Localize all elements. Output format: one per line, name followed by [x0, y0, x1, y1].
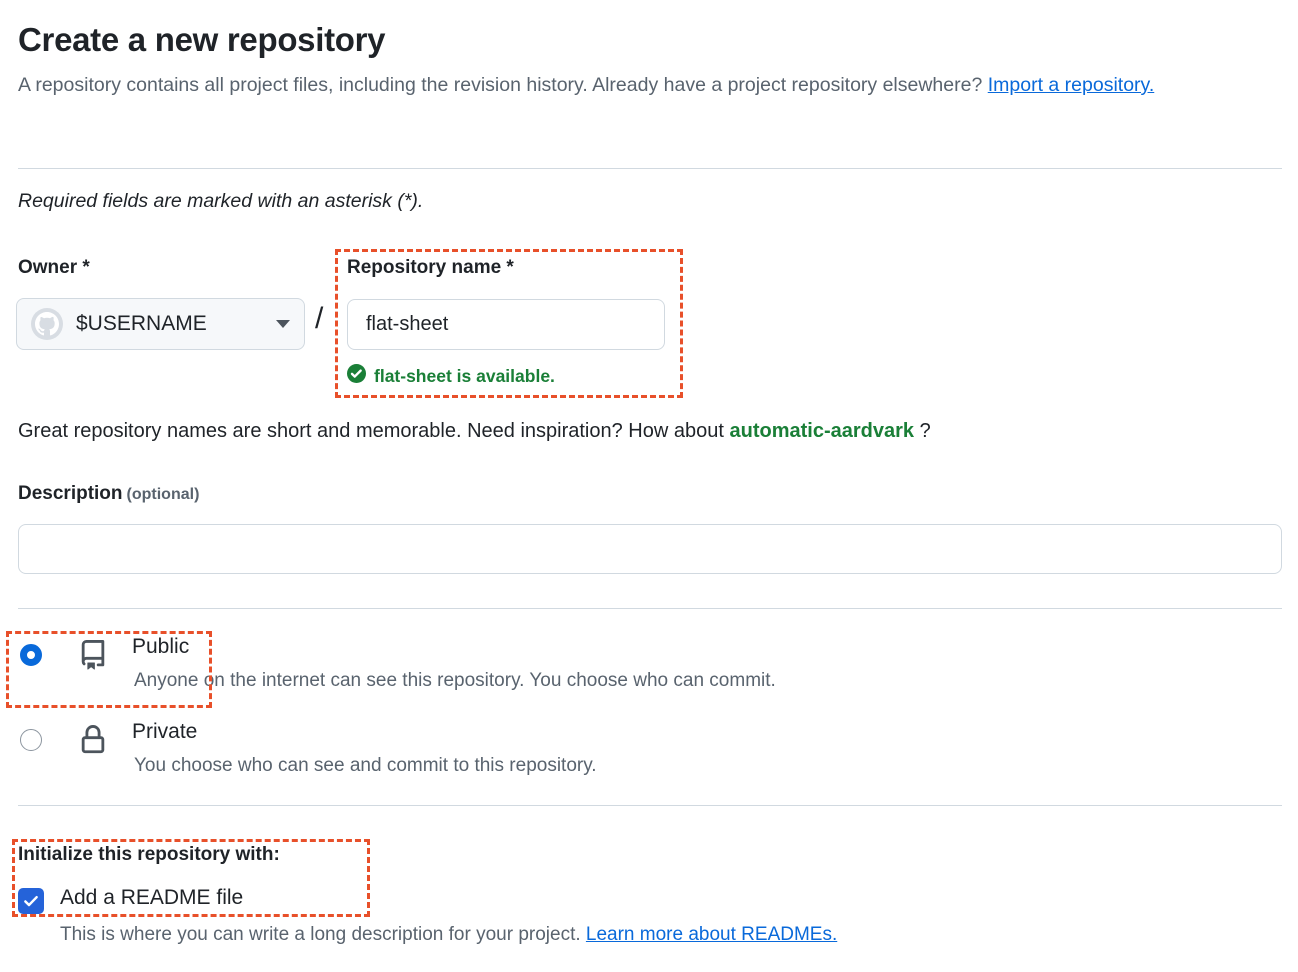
required-fields-note: Required fields are marked with an aster… — [18, 190, 424, 212]
lock-icon — [78, 725, 108, 760]
visibility-private-description: You choose who can see and commit to thi… — [134, 755, 597, 776]
page-subtitle: A repository contains all project files,… — [18, 66, 1203, 104]
owner-name: $USERNAME — [76, 312, 207, 335]
description-label: Description(optional) — [18, 483, 199, 505]
visibility-public-description: Anyone on the internet can see this repo… — [134, 670, 776, 691]
initialize-label: Initialize this repository with: — [18, 844, 280, 865]
owner-label: Owner * — [18, 257, 90, 278]
inspiration-suffix: ? — [914, 420, 931, 442]
suggested-repository-name[interactable]: automatic-aardvark — [729, 420, 915, 442]
description-optional-tag: (optional) — [126, 486, 200, 503]
divider-visibility — [18, 805, 1282, 806]
add-readme-description-text: This is where you can write a long descr… — [60, 924, 586, 945]
repository-name-input[interactable] — [347, 299, 665, 350]
repository-name-label: Repository name * — [347, 257, 514, 278]
description-label-text: Description — [18, 483, 123, 504]
repository-availability-text: flat-sheet is available. — [374, 365, 555, 386]
page-header: Create a new repository A repository con… — [18, 20, 1282, 104]
chevron-down-icon — [276, 320, 290, 328]
add-readme-description: This is where you can write a long descr… — [60, 924, 837, 946]
divider-description — [18, 608, 1282, 609]
owner-select[interactable]: $USERNAME — [16, 298, 305, 350]
description-input[interactable] — [18, 524, 1282, 574]
add-readme-label[interactable]: Add a README file — [60, 886, 244, 909]
github-octocat-avatar-icon — [31, 308, 63, 340]
divider-top — [18, 168, 1282, 169]
radio-private[interactable] — [20, 729, 42, 751]
page-subtitle-text: A repository contains all project files,… — [18, 74, 988, 96]
repo-book-icon — [78, 640, 108, 675]
import-repository-link[interactable]: Import a repository. — [987, 74, 1155, 96]
owner-repo-separator: / — [315, 302, 324, 335]
learn-more-readmes-link[interactable]: Learn more about READMEs. — [585, 924, 838, 945]
name-inspiration-text: Great repository names are short and mem… — [18, 420, 931, 443]
check-circle-icon — [347, 364, 366, 388]
radio-public[interactable] — [20, 644, 42, 666]
add-readme-checkbox[interactable] — [18, 888, 44, 914]
page-title: Create a new repository — [18, 21, 386, 58]
visibility-public-name: Public — [132, 635, 190, 658]
repository-availability-message: flat-sheet is available. — [347, 364, 555, 388]
visibility-private-name: Private — [132, 720, 198, 743]
inspiration-prefix: Great repository names are short and mem… — [18, 420, 730, 442]
